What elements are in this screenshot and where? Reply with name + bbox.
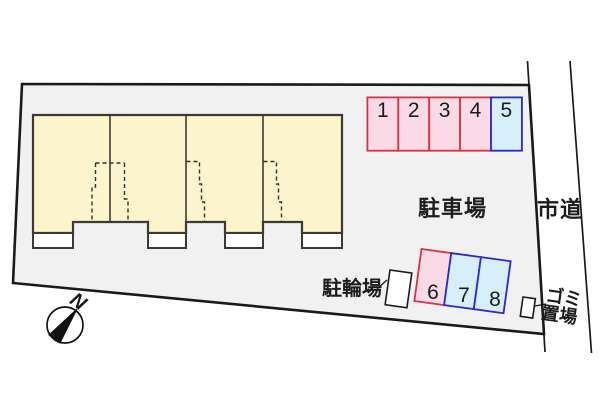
compass-ring xyxy=(46,306,84,344)
compass-needle xyxy=(48,308,78,344)
garbage-box xyxy=(519,296,537,319)
stair-dashed-outline xyxy=(263,160,283,221)
parking-stall-1 xyxy=(366,96,400,152)
road-edge-right xyxy=(569,60,593,354)
parking-stall-number: 6 xyxy=(427,281,439,304)
city-road-label: 市道 xyxy=(537,197,583,222)
parking-lot-label: 駐車場 xyxy=(418,196,487,221)
compass-north-label: N xyxy=(66,289,91,316)
parking-stall-number: 8 xyxy=(489,288,501,311)
stair-dashed-outline xyxy=(91,162,129,221)
garbage-leader-line xyxy=(534,303,547,307)
parking-stall-number: 3 xyxy=(439,99,451,122)
parking-stall-2 xyxy=(397,96,431,152)
parking-stall-5 xyxy=(490,96,523,152)
parking-stall-number: 2 xyxy=(408,99,420,122)
parking-stall-4 xyxy=(459,96,492,152)
bicycle-leader-line xyxy=(376,279,388,290)
garbage-label-line2: 置場 xyxy=(540,303,578,328)
entrance-porch xyxy=(301,232,343,249)
stair-dashed-outline xyxy=(186,160,206,221)
entrance-porch xyxy=(32,232,74,249)
parking-stall-number: 5 xyxy=(501,99,513,122)
building-footprint xyxy=(31,113,344,235)
parking-stall-number: 4 xyxy=(470,99,482,122)
parking-row-bottom xyxy=(413,247,512,315)
garbage-label-line1: ゴミ xyxy=(545,284,584,310)
parking-stall-8 xyxy=(472,256,512,315)
bicycle-shed xyxy=(384,269,413,309)
parking-stall-number: 7 xyxy=(458,284,470,307)
garbage-box-rect xyxy=(519,296,537,319)
road-edge-left xyxy=(526,60,546,353)
entrance-porch xyxy=(147,232,187,249)
entrance-porch xyxy=(224,232,264,249)
bicycle-shed-box xyxy=(384,269,413,309)
bicycle-parking-label: 駐輪場 xyxy=(322,276,382,300)
garbage-label: ゴミ 置場 xyxy=(540,284,584,328)
parking-stall-number: 1 xyxy=(377,99,389,122)
